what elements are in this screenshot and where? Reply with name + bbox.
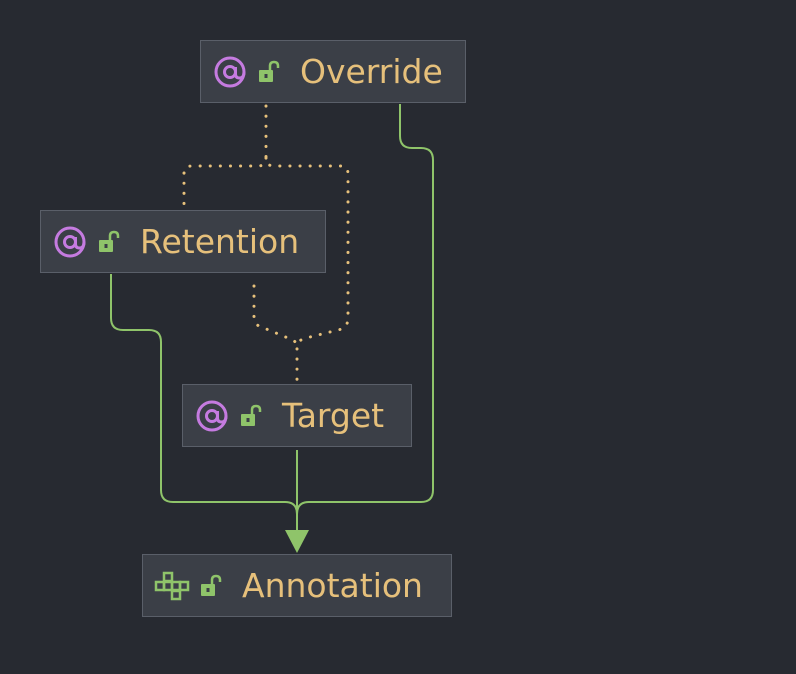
- at-sign-icon: [212, 54, 248, 90]
- node-label: Retention: [140, 222, 300, 261]
- node-override[interactable]: Override: [200, 40, 466, 103]
- unlocked-icon: [198, 573, 224, 599]
- edge-retention-to-target: [252, 284, 299, 350]
- node-target[interactable]: Target: [182, 384, 412, 447]
- inheritance-arrowhead: [285, 530, 309, 553]
- node-retention[interactable]: Retention: [40, 210, 326, 273]
- edge-override-to-annotation: [296, 104, 434, 515]
- interface-icon: [154, 568, 190, 604]
- node-annotation[interactable]: Annotation: [142, 554, 452, 617]
- edge-override-to-retention: [182, 156, 268, 212]
- node-label: Override: [300, 52, 443, 91]
- node-label: Annotation: [242, 566, 423, 605]
- unlocked-icon: [238, 403, 264, 429]
- node-label: Target: [282, 396, 385, 435]
- unlocked-icon: [96, 229, 122, 255]
- edge-override-to-target: [264, 104, 350, 386]
- at-sign-icon: [194, 398, 230, 434]
- unlocked-icon: [256, 59, 282, 85]
- edge-retention-to-annotation: [110, 274, 298, 532]
- at-sign-icon: [52, 224, 88, 260]
